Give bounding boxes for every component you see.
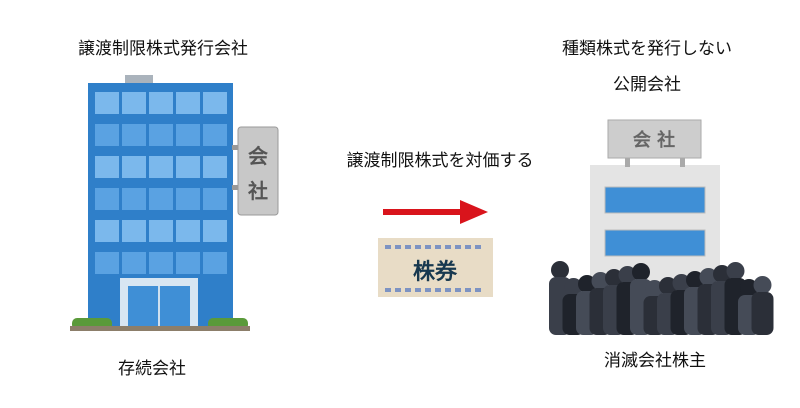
window [122,92,146,114]
window [176,156,200,178]
window [203,92,227,114]
left-sign-char-1: 会 [248,144,268,168]
window [95,92,119,114]
window [176,124,200,146]
right-sign-text: 会 社 [633,129,675,151]
window [203,188,227,210]
window [95,188,119,210]
left-sign: 会 社 [232,126,279,216]
window [95,220,119,242]
person-head [591,272,610,290]
window [149,156,173,178]
person-head [605,269,623,287]
person-head [740,279,758,297]
window [149,124,173,146]
window [203,220,227,242]
person-head [564,278,583,296]
window [149,252,173,274]
window [95,252,119,274]
left-title: 譲渡制限株式発行会社 [78,39,248,59]
window [176,92,200,114]
window [95,156,119,178]
person-head [713,265,731,283]
window [176,188,200,210]
window [203,124,227,146]
window [122,252,146,274]
person-head [659,277,677,295]
arrow [383,200,488,224]
person-head [672,274,691,292]
stock-certificate: 株券 [378,238,493,297]
window [122,124,146,146]
stock-card-text: 株券 [413,259,458,285]
right-title-line2: 公開会社 [613,75,681,95]
left-sign-char-2: 社 [247,179,268,203]
window [203,156,227,178]
window [122,220,146,242]
person-head [686,271,704,289]
window [176,252,200,274]
person-head [618,266,637,284]
window [149,92,173,114]
window [122,188,146,210]
person-head [699,268,718,286]
person-head [645,280,664,298]
person-head [753,276,772,294]
person-head [726,262,745,280]
person-body [751,292,774,335]
window [149,220,173,242]
left-building [70,75,250,331]
window [149,188,173,210]
window [95,124,119,146]
person-head [578,275,596,293]
right-building: 会 社 [590,119,720,295]
shareholder-crowd [549,261,774,335]
arrow-label: 譲渡制限株式を対価する [346,151,534,171]
window [122,156,146,178]
person-head [551,261,569,279]
left-caption: 存続会社 [118,359,186,379]
right-caption: 消滅会社株主 [604,351,706,371]
window [176,220,200,242]
window [203,252,227,274]
person-head [632,263,650,281]
right-title-line1: 種類株式を発行しない [562,39,732,59]
